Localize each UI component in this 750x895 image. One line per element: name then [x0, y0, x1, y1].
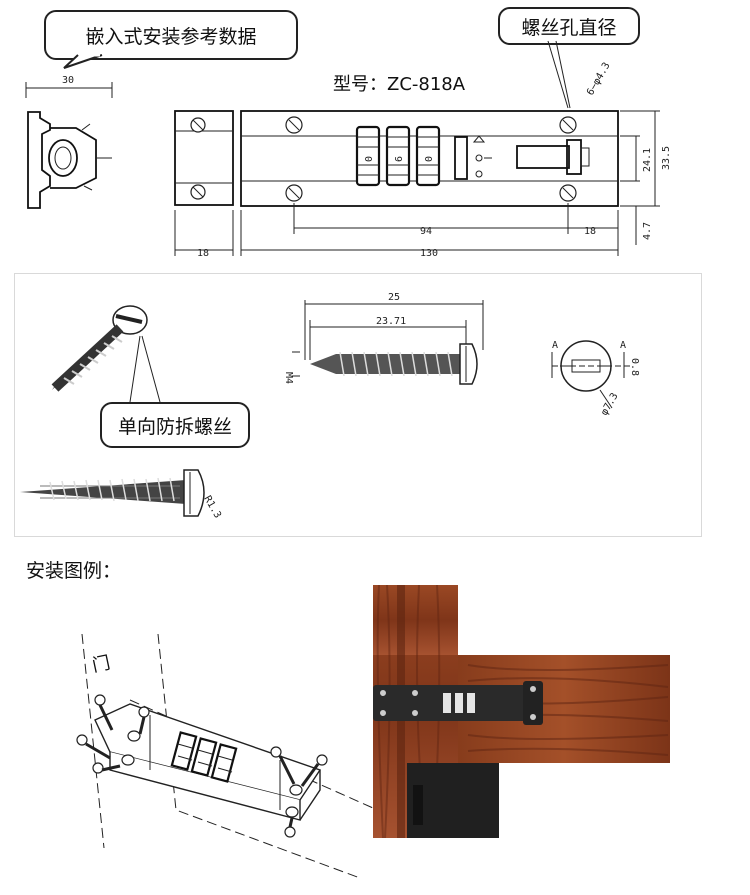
- model-label: 型号：ZC-818A: [333, 74, 466, 95]
- screw-dimension-drawing: [292, 300, 484, 385]
- install-example-title: 安装图例：: [26, 560, 122, 582]
- dim-4-7: 4.7: [642, 222, 653, 240]
- lock-front-view: [240, 110, 660, 256]
- screw-pointer-line: [129, 335, 161, 403]
- install-photo-art: [373, 585, 670, 838]
- anti-removal-screw-text: 单向防拆螺丝: [117, 415, 232, 438]
- hole-diameter-bubble-text: 螺丝孔直径: [521, 16, 617, 39]
- dial-digit-3: 0: [424, 156, 435, 162]
- dim-end-18: 18: [197, 248, 209, 259]
- dim-section-a-left: A: [552, 340, 558, 351]
- top-technical-drawing: 30 18 94 18 130 24.1 33.5 4.7 6−φ4.3 0 6…: [25, 40, 672, 259]
- dim-slot-0-8: 0.8: [629, 358, 640, 376]
- dim-width-30: 30: [62, 75, 74, 86]
- dim-screw-m4: M4: [283, 372, 294, 384]
- dial-digit-1: 0: [364, 156, 375, 162]
- hole-diameter-bubble: 螺丝孔直径: [498, 7, 640, 45]
- install-photo: [373, 585, 670, 838]
- dim-hole-spacing-94: 94: [420, 226, 432, 237]
- dim-screw-25: 25: [388, 292, 400, 303]
- dim-screw-23-71: 23.71: [376, 316, 406, 327]
- horizontal-screw-illustration: [20, 469, 205, 517]
- install-screws: [76, 694, 328, 838]
- side-profile-view: [25, 82, 113, 209]
- angled-screw-illustration: [51, 305, 148, 392]
- install-data-bubble-text: 嵌入式安装参考数据: [85, 25, 257, 48]
- dim-33-5: 33.5: [661, 146, 672, 170]
- dim-right-18: 18: [584, 226, 596, 237]
- install-data-bubble: 嵌入式安装参考数据: [44, 10, 298, 60]
- screw-head-view: [551, 340, 632, 409]
- anti-removal-screw-bubble: 单向防拆螺丝: [100, 402, 250, 448]
- dim-length-130: 130: [420, 248, 438, 259]
- dial-digit-2: 6: [394, 156, 405, 162]
- hole-pointer-line-2: [555, 40, 571, 109]
- screw-drawings: 25 23.71 M4 A A 0.8 φ7.3 R1.3: [20, 292, 640, 520]
- dim-24-1: 24.1: [642, 148, 653, 172]
- dim-section-a-right: A: [620, 340, 626, 351]
- end-block-view: [174, 110, 234, 256]
- isometric-lock-body: [94, 703, 322, 821]
- install-data-bubble-tail: [63, 53, 103, 69]
- hole-pointer-line: [547, 40, 569, 109]
